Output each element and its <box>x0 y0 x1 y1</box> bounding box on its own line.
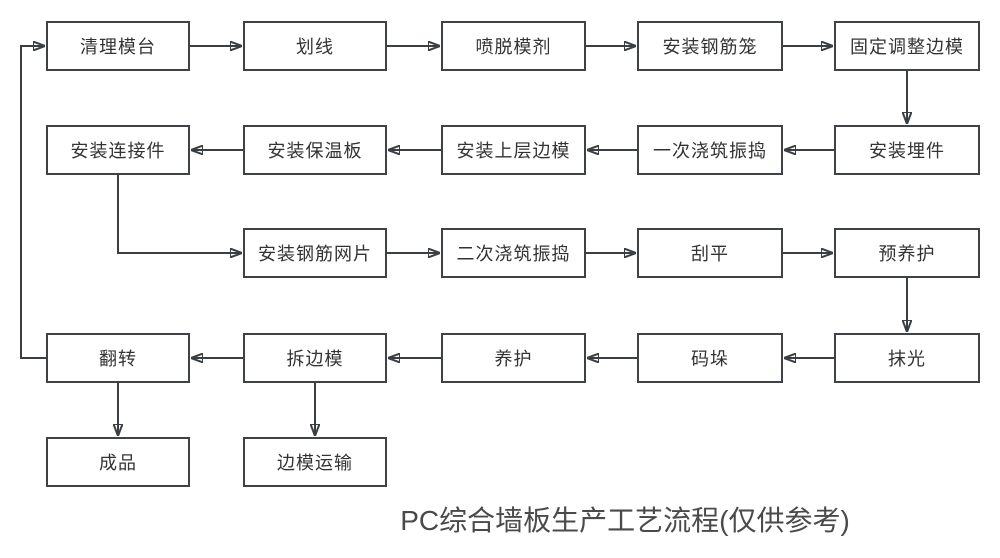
node-curing: 养护 <box>441 333 586 383</box>
edge-install-connectors-to-install-rebar-mesh <box>117 175 241 253</box>
node-remove-side-mold: 拆边模 <box>243 333 387 383</box>
node-first-pour-vibrate: 一次浇筑振捣 <box>637 125 783 175</box>
node-screed-flat: 刮平 <box>637 228 783 278</box>
diagram-caption: PC综合墙板生产工艺流程(仅供参考) <box>400 505 850 536</box>
node-second-pour-vibrate: 二次浇筑振捣 <box>441 228 586 278</box>
node-spray-release-agent: 喷脱模剂 <box>441 21 586 71</box>
node-install-rebar-cage: 安装钢筋笼 <box>637 21 783 71</box>
node-side-mold-transport: 边模运输 <box>243 437 387 487</box>
node-install-upper-side-mold: 安装上层边模 <box>441 125 586 175</box>
node-clean-mold-table: 清理模台 <box>46 21 190 71</box>
node-install-connectors: 安装连接件 <box>46 125 190 175</box>
node-fix-adjust-side-mold: 固定调整边模 <box>834 21 980 71</box>
node-finished-product: 成品 <box>46 437 190 487</box>
node-flip: 翻转 <box>46 333 190 383</box>
node-stacking: 码垛 <box>637 333 783 383</box>
node-trowel-polish: 抹光 <box>834 333 980 383</box>
node-pre-curing: 预养护 <box>834 228 980 278</box>
node-install-insulation-board: 安装保温板 <box>243 125 387 175</box>
node-install-rebar-mesh: 安装钢筋网片 <box>243 228 387 278</box>
node-install-embedded-parts: 安装埋件 <box>834 125 980 175</box>
edge-flip-to-clean-mold-table <box>20 46 46 359</box>
node-marking-lines: 划线 <box>243 21 387 71</box>
